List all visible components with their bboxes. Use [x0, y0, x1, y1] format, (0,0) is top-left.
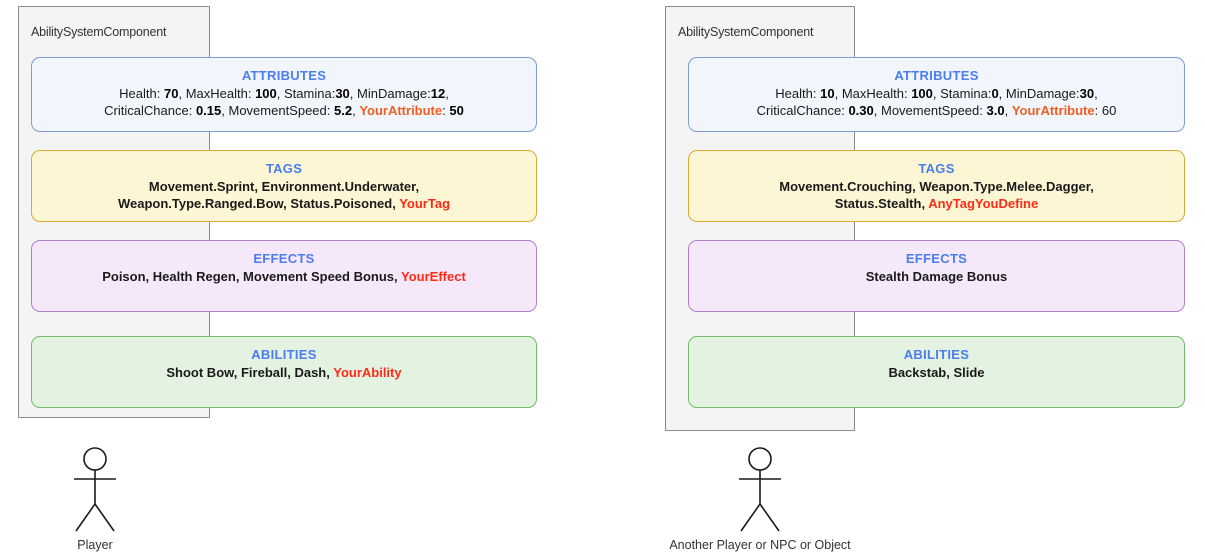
attributes-line-2-left: CriticalChance: 0.15, MovementSpeed: 5.2… [104, 103, 464, 119]
tags-line-1-right: Movement.Crouching, Weapon.Type.Melee.Da… [779, 179, 1094, 195]
component-title-right: AbilitySystemComponent [678, 25, 814, 39]
abilities-title-left: ABILITIES [251, 347, 317, 362]
attributes-line-1-right: Health: 10, MaxHealth: 100, Stamina:0, M… [775, 86, 1098, 102]
attributes-box-right[interactable]: ATTRIBUTES Health: 10, MaxHealth: 100, S… [688, 57, 1185, 132]
stick-figure-icon [74, 447, 116, 532]
attributes-title-left: ATTRIBUTES [241, 68, 327, 83]
tags-line-1-left: Movement.Sprint, Environment.Underwater, [148, 179, 420, 195]
abilities-box-left[interactable]: ABILITIES Shoot Bow, Fireball, Dash, You… [31, 336, 537, 408]
attributes-title-right: ATTRIBUTES [894, 68, 979, 83]
attributes-line-2-right: CriticalChance: 0.30, MovementSpeed: 3.0… [756, 103, 1117, 119]
effects-title-left: EFFECTS [253, 251, 315, 266]
stick-figure-icon [739, 447, 781, 532]
effects-line-1-left: Poison, Health Regen, Movement Speed Bon… [102, 269, 466, 285]
your-ability-label-left: YourAbility [333, 365, 402, 381]
attributes-box-left[interactable]: ATTRIBUTES Health: 70, MaxHealth: 100, S… [31, 57, 537, 132]
attributes-line-1-left: Health: 70, MaxHealth: 100, Stamina:30, … [119, 86, 449, 102]
effects-line-1-right: Stealth Damage Bonus [865, 269, 1008, 285]
effects-box-right[interactable]: EFFECTS Stealth Damage Bonus [688, 240, 1185, 312]
any-tag-you-define-label-right: AnyTagYouDefine [928, 196, 1039, 212]
your-attribute-label-right: YourAttribute [1011, 103, 1095, 119]
abilities-line-1-right: Backstab, Slide [888, 365, 985, 381]
actor-player: Player [58, 446, 132, 556]
tags-box-right[interactable]: TAGS Movement.Crouching, Weapon.Type.Mel… [688, 150, 1185, 222]
effects-title-right: EFFECTS [905, 251, 968, 266]
component-title-left: AbilitySystemComponent [31, 25, 167, 39]
tags-title-left: TAGS [265, 161, 303, 176]
effects-box-left[interactable]: EFFECTS Poison, Health Regen, Movement S… [31, 240, 537, 312]
abilities-box-right[interactable]: ABILITIES Backstab, Slide [688, 336, 1185, 408]
actor-other: Another Player or NPC or Object [669, 446, 851, 556]
tags-line-2-left: Weapon.Type.Ranged.Bow, Status.Poisoned,… [117, 196, 451, 212]
tags-title-right: TAGS [918, 161, 955, 176]
your-effect-label-left: YourEffect [401, 269, 466, 285]
your-tag-label-left: YourTag [399, 196, 451, 212]
tags-line-2-right: Status.Stealth, AnyTagYouDefine [834, 196, 1039, 212]
tags-box-left[interactable]: TAGS Movement.Sprint, Environment.Underw… [31, 150, 537, 222]
actor-label-other: Another Player or NPC or Object [669, 538, 851, 552]
abilities-line-1-left: Shoot Bow, Fireball, Dash, YourAbility [166, 365, 402, 381]
actor-label-player: Player [77, 538, 113, 552]
your-attribute-label-left: YourAttribute [359, 103, 443, 119]
abilities-title-right: ABILITIES [903, 347, 970, 362]
